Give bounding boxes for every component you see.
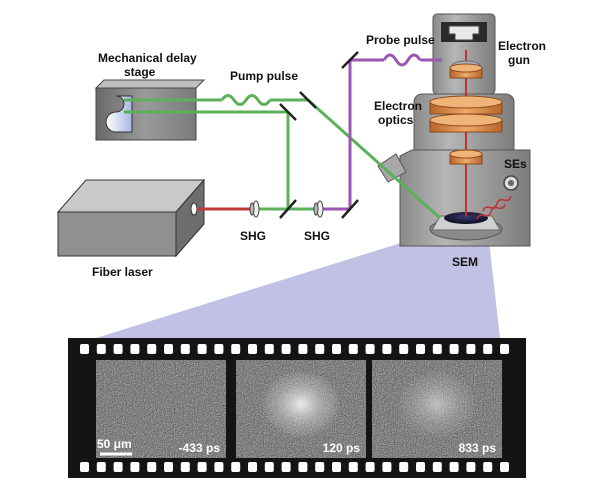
sprocket-hole bbox=[197, 344, 207, 354]
sprocket-hole bbox=[315, 462, 325, 472]
sprocket-hole bbox=[298, 462, 308, 472]
se-detector bbox=[476, 175, 519, 220]
projection-cone bbox=[96, 232, 500, 338]
scale-bar-group: 50 μm bbox=[97, 437, 132, 456]
sprocket-hole bbox=[80, 344, 89, 354]
fiber-laser-box bbox=[56, 178, 206, 258]
film-frame: 833 ps bbox=[372, 360, 502, 458]
sprocket-hole bbox=[248, 462, 257, 472]
frame-time-label: 120 ps bbox=[323, 441, 361, 455]
contrast-spot bbox=[397, 370, 477, 439]
label-pump-pulse: Pump pulse bbox=[230, 69, 298, 83]
label-gun-2: gun bbox=[508, 53, 530, 67]
sprocket-hole bbox=[96, 462, 106, 472]
mirrors bbox=[279, 51, 359, 219]
film-frames: -433 ps 120 ps 833 ps bbox=[96, 360, 502, 458]
label-delay-2: stage bbox=[124, 65, 156, 79]
film-sprockets bbox=[80, 344, 509, 472]
beam-paths bbox=[124, 53, 442, 220]
sprocket-hole bbox=[164, 462, 173, 472]
sprocket-hole bbox=[96, 344, 106, 354]
sprocket-hole bbox=[80, 462, 89, 472]
sprocket-hole bbox=[399, 462, 409, 472]
shg-crystals bbox=[249, 200, 324, 218]
sprocket-hole bbox=[197, 462, 207, 472]
sprocket-hole bbox=[214, 462, 224, 472]
sprocket-hole bbox=[130, 462, 140, 472]
sprocket-hole bbox=[264, 462, 274, 472]
label-optics-2: optics bbox=[378, 113, 414, 127]
sprocket-hole bbox=[466, 344, 476, 354]
sprocket-hole bbox=[432, 462, 442, 472]
sprocket-hole bbox=[399, 344, 409, 354]
sprocket-hole bbox=[332, 462, 341, 472]
sprocket-hole bbox=[432, 344, 442, 354]
delay-stage-box bbox=[94, 79, 206, 141]
contrast-spot bbox=[261, 370, 341, 439]
label-shg-2: SHG bbox=[304, 229, 330, 243]
sprocket-hole bbox=[147, 344, 157, 354]
sprocket-hole bbox=[483, 462, 493, 472]
sprocket-hole bbox=[113, 344, 123, 354]
sprocket-hole bbox=[298, 344, 308, 354]
sprocket-hole bbox=[164, 344, 173, 354]
sprocket-hole bbox=[449, 462, 459, 472]
sprocket-hole bbox=[231, 344, 241, 354]
label-delay-1: Mechanical delay bbox=[98, 51, 197, 65]
label-ses: SEs bbox=[504, 157, 527, 171]
lens-stack bbox=[429, 60, 503, 165]
sprocket-hole bbox=[382, 462, 392, 472]
sprocket-hole bbox=[231, 462, 241, 472]
sprocket-hole bbox=[281, 462, 291, 472]
sprocket-hole bbox=[214, 344, 224, 354]
sprocket-hole bbox=[348, 344, 358, 354]
sprocket-hole bbox=[180, 462, 190, 472]
sprocket-hole bbox=[315, 344, 325, 354]
sprocket-hole bbox=[113, 462, 123, 472]
film-strip: -433 ps 120 ps 833 ps 50 μm bbox=[68, 338, 526, 478]
sprocket-hole bbox=[248, 344, 257, 354]
sprocket-hole bbox=[365, 344, 375, 354]
sprocket-hole bbox=[416, 462, 425, 472]
label-fiber-laser: Fiber laser bbox=[92, 265, 153, 279]
label-shg-1: SHG bbox=[240, 229, 266, 243]
film-frame: -433 ps bbox=[96, 360, 226, 458]
frame-time-label: -433 ps bbox=[179, 441, 221, 455]
frame-noise bbox=[96, 360, 226, 458]
label-probe-pulse: Probe pulse bbox=[366, 33, 435, 47]
label-optics-1: Electron bbox=[374, 99, 422, 113]
sprocket-hole bbox=[500, 344, 509, 354]
sem-column bbox=[377, 13, 531, 247]
sprocket-hole bbox=[180, 344, 190, 354]
sprocket-hole bbox=[332, 344, 341, 354]
sprocket-hole bbox=[130, 344, 140, 354]
sprocket-hole bbox=[147, 462, 157, 472]
sprocket-hole bbox=[466, 462, 476, 472]
label-sem: SEM bbox=[452, 255, 478, 269]
sprocket-hole bbox=[449, 344, 459, 354]
sprocket-hole bbox=[281, 344, 291, 354]
scale-bar-label: 50 μm bbox=[97, 437, 132, 451]
sprocket-hole bbox=[416, 344, 425, 354]
sprocket-hole bbox=[365, 462, 375, 472]
sprocket-hole bbox=[500, 462, 509, 472]
sprocket-hole bbox=[483, 344, 493, 354]
sprocket-hole bbox=[382, 344, 392, 354]
label-gun-1: Electron bbox=[498, 39, 546, 53]
sprocket-hole bbox=[348, 462, 358, 472]
frame-time-label: 833 ps bbox=[459, 441, 497, 455]
sprocket-hole bbox=[264, 344, 274, 354]
film-frame: 120 ps bbox=[236, 360, 366, 458]
